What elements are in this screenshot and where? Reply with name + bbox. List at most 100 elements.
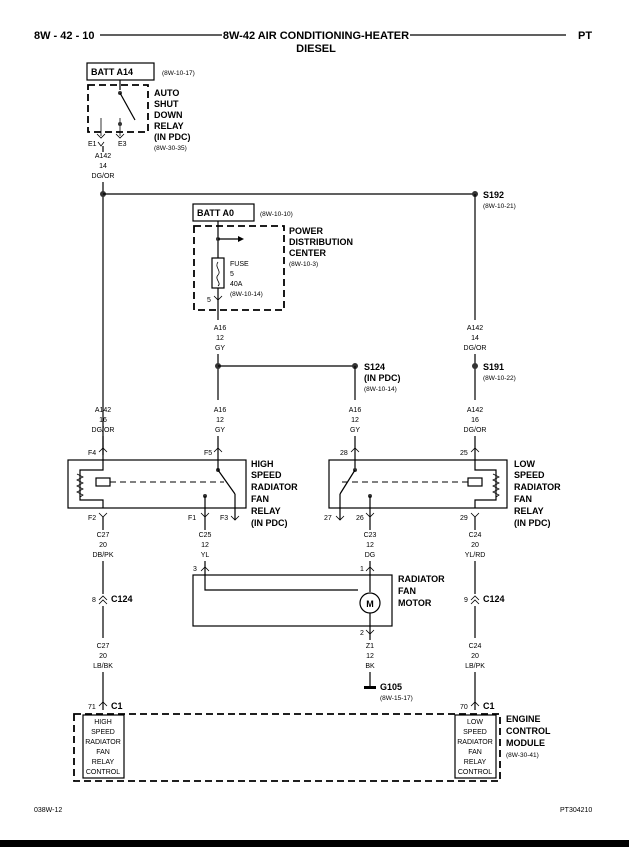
low-relay-switch <box>339 469 356 495</box>
batt-a0-label: BATT A0 <box>197 208 234 218</box>
svg-text:CONTROL: CONTROL <box>506 726 551 736</box>
svg-text:C27: C27 <box>97 643 110 650</box>
wire-label-a142-right16: A142 16 DG/OR <box>464 407 487 434</box>
splice-s191-label: S191 <box>483 362 504 372</box>
svg-text:12: 12 <box>216 335 224 342</box>
pdc-arrow-head <box>238 236 244 242</box>
low-relay-pin-28: 28 <box>340 450 348 457</box>
svg-text:DG/OR: DG/OR <box>92 427 115 434</box>
ecm-low-speed-block <box>454 714 497 779</box>
c1-left-label: C1 <box>111 701 123 711</box>
splice-s124-ref: (8W-10-14) <box>364 386 397 393</box>
c1-right-pin: 70 <box>460 704 468 711</box>
low-speed-relay-box <box>328 459 508 509</box>
high-relay-coil <box>95 477 111 487</box>
asd-relay-box <box>87 84 149 133</box>
wire-label-c23: C23 12 DG <box>364 532 377 559</box>
c124-left-connector <box>98 595 108 605</box>
splice-s191-ref: (8W-10-22) <box>483 375 516 382</box>
svg-text:GY: GY <box>215 345 225 352</box>
svg-text:RELAY: RELAY <box>92 759 115 766</box>
f5-terminal <box>213 447 223 453</box>
wire-label-c24-bot: C24 20 LB/PK <box>465 643 485 670</box>
motor-pin1-terminal <box>365 566 375 572</box>
motor-pin2-terminal <box>365 629 375 635</box>
engine-control-module-box <box>73 713 501 782</box>
svg-text:A16: A16 <box>349 407 362 414</box>
motor-pin-3: 3 <box>193 566 197 573</box>
svg-text:DG/OR: DG/OR <box>464 427 487 434</box>
motor-pin3-wire <box>204 575 358 591</box>
c124-left-label: C124 <box>111 594 133 604</box>
svg-text:DB/PK: DB/PK <box>92 552 113 559</box>
svg-text:12: 12 <box>366 653 374 660</box>
svg-text:RADIATOR: RADIATOR <box>251 482 298 492</box>
low-relay-pin-29: 29 <box>460 515 468 522</box>
svg-text:12: 12 <box>366 542 374 549</box>
p25-terminal <box>470 447 480 453</box>
c1-left-pin: 71 <box>88 704 96 711</box>
svg-text:GY: GY <box>350 427 360 434</box>
low-relay-coil-loop <box>474 460 497 508</box>
motor-pin-2: 2 <box>360 630 364 637</box>
low-relay-pin-27: 27 <box>324 515 332 522</box>
asd-e3-terminal <box>115 133 125 139</box>
svg-text:HIGH: HIGH <box>251 459 274 469</box>
f3-terminal <box>230 515 240 521</box>
splice-s124-sub: (IN PDC) <box>364 373 401 383</box>
low-relay-resistor <box>492 473 500 498</box>
c124-right-connector <box>470 595 480 605</box>
svg-text:RELAY: RELAY <box>251 506 281 516</box>
batt-a0-ref: (8W-10-10) <box>260 211 293 218</box>
high-relay-coil-loop <box>79 460 104 508</box>
svg-text:16: 16 <box>471 417 479 424</box>
splice-s124-label: S124 <box>364 362 385 372</box>
svg-text:14: 14 <box>471 335 479 342</box>
f1-terminal <box>200 512 210 518</box>
motor-pin3-terminal <box>200 566 210 572</box>
high-relay-pin-f4: F4 <box>88 450 96 457</box>
svg-text:MOTOR: MOTOR <box>398 598 432 608</box>
ground-label: G105 <box>380 682 402 692</box>
svg-text:A142: A142 <box>467 407 483 414</box>
splice-s192-label: S192 <box>483 190 504 200</box>
svg-text:FUSE: FUSE <box>230 261 249 268</box>
svg-text:A142: A142 <box>467 325 483 332</box>
svg-text:DISTRIBUTION: DISTRIBUTION <box>289 237 353 247</box>
svg-text:LB/PK: LB/PK <box>465 663 485 670</box>
svg-text:(IN PDC): (IN PDC) <box>514 518 551 528</box>
p27-terminal <box>335 515 345 521</box>
low-relay-coil <box>467 477 483 487</box>
svg-text:20: 20 <box>471 653 479 660</box>
c124-right-pin: 9 <box>464 597 468 604</box>
motor-name: RADIATOR FAN MOTOR <box>398 574 445 608</box>
high-relay-switch <box>217 469 236 495</box>
svg-text:C23: C23 <box>364 532 377 539</box>
svg-text:CONTROL: CONTROL <box>86 769 120 776</box>
svg-text:RADIATOR: RADIATOR <box>514 482 561 492</box>
svg-text:12: 12 <box>201 542 209 549</box>
svg-text:LB/BK: LB/BK <box>93 663 113 670</box>
p26-terminal <box>365 512 375 518</box>
motor-symbol-label: M <box>366 599 374 609</box>
asd-pin-e3: E3 <box>118 141 127 148</box>
pdc-name: POWER DISTRIBUTION CENTER <box>289 226 353 258</box>
svg-text:CONTROL: CONTROL <box>458 769 492 776</box>
svg-text:SPEED: SPEED <box>463 729 487 736</box>
page-code: 8W - 42 - 10 <box>34 30 95 42</box>
asd-relay-switch <box>119 92 136 121</box>
low-relay-pin-25: 25 <box>460 450 468 457</box>
ecm-ref: (8W-30-41) <box>506 752 539 759</box>
svg-text:C24: C24 <box>469 643 482 650</box>
c124-left-pin: 8 <box>92 597 96 604</box>
wire-label-a142-right: A142 14 DG/OR <box>464 325 487 352</box>
svg-text:A142: A142 <box>95 153 111 160</box>
asd-e1-connector <box>97 141 105 147</box>
svg-text:(8W-10-14): (8W-10-14) <box>230 291 263 298</box>
ground-symbol <box>364 686 376 689</box>
c1-left-terminal <box>98 701 108 707</box>
svg-text:16: 16 <box>99 417 107 424</box>
fuse-label: FUSE 5 40A (8W-10-14) <box>230 261 263 298</box>
low-relay-pin-26: 26 <box>356 515 364 522</box>
